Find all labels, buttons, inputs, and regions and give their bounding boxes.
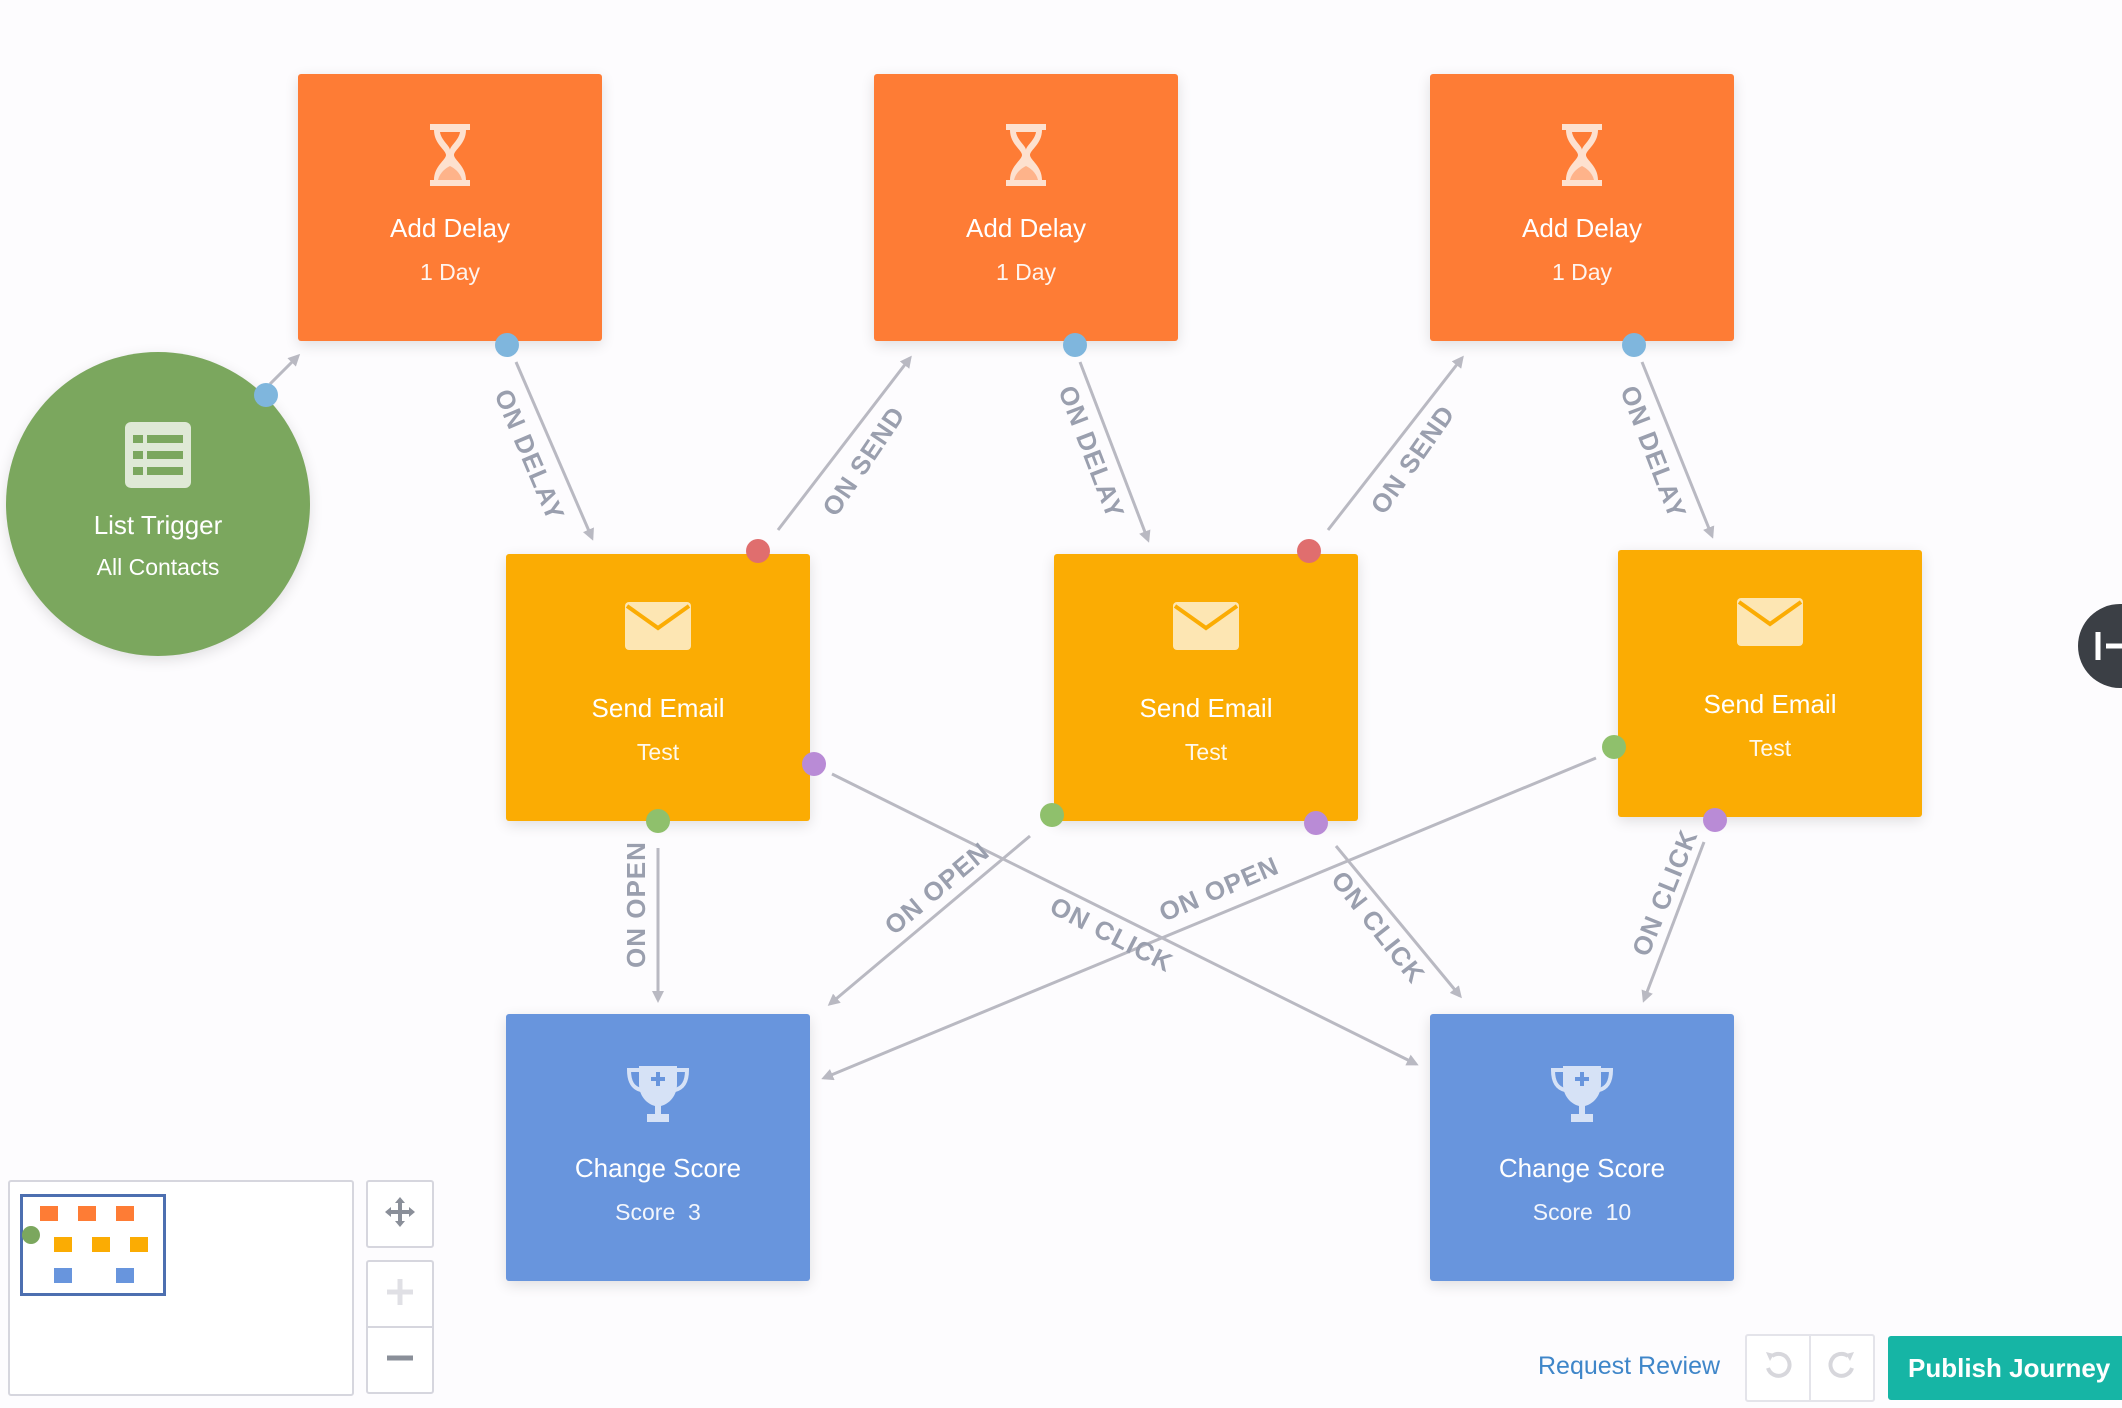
hourglass-icon	[428, 122, 472, 193]
side-panel-toggle[interactable]	[2078, 604, 2122, 688]
trigger-output-port[interactable]	[254, 383, 278, 407]
pan-button[interactable]	[366, 1180, 434, 1248]
node-title: Change Score	[1498, 1153, 1666, 1183]
send-email-node-3[interactable]: Send Email Test	[1618, 550, 1922, 817]
node-title: List Trigger	[93, 510, 223, 540]
email-3-open-port[interactable]	[1602, 735, 1626, 759]
edge-label-delay1: ON DELAY	[488, 385, 570, 526]
delay-2-output-port[interactable]	[1063, 333, 1087, 357]
email-1-send-port[interactable]	[746, 539, 770, 563]
move-icon	[383, 1195, 417, 1234]
delay-3-output-port[interactable]	[1622, 333, 1646, 357]
change-score-node-2[interactable]: Change Score Score 10	[1430, 1014, 1734, 1281]
send-email-node-2[interactable]: Send Email Test	[1054, 554, 1358, 821]
edge-delay2-email2	[1078, 361, 1151, 543]
minimap-email-node	[54, 1237, 72, 1252]
add-delay-node-2[interactable]: Add Delay 1 Day	[874, 74, 1178, 341]
change-score-node-1[interactable]: Change Score Score 3	[506, 1014, 810, 1281]
edge-label-delay3: ON DELAY	[1614, 381, 1692, 522]
node-title: Send Email	[1703, 689, 1837, 719]
node-subtitle: 1 Day	[419, 259, 481, 285]
edge-label-delay2: ON DELAY	[1052, 381, 1130, 522]
edge-delay1-email1	[514, 361, 594, 541]
node-subtitle: 1 Day	[995, 259, 1057, 285]
send-email-node-1[interactable]: Send Email Test	[506, 554, 810, 821]
node-title: Send Email	[1139, 693, 1273, 723]
delay-1-output-port[interactable]	[495, 333, 519, 357]
minimap-score-node	[54, 1268, 72, 1283]
node-title: Add Delay	[390, 213, 510, 243]
edge-label-click3: ON CLICK	[1626, 825, 1704, 960]
edge-email1-delay2	[776, 355, 912, 531]
minus-icon	[385, 1343, 415, 1378]
edge-label-click2: ON CLICK	[1325, 865, 1431, 989]
email-2-click-port[interactable]	[1304, 811, 1328, 835]
add-delay-node-1[interactable]: Add Delay 1 Day	[298, 74, 602, 341]
edge-label-send2: ON SEND	[1364, 399, 1461, 519]
edge-label-send1: ON SEND	[816, 401, 911, 522]
hourglass-icon	[1004, 122, 1048, 193]
edge-email3-score2-click	[1641, 841, 1706, 1003]
email-2-send-port[interactable]	[1297, 539, 1321, 563]
node-subtitle: 1 Day	[1551, 259, 1613, 285]
minimap-email-node	[130, 1237, 148, 1252]
redo-icon	[1826, 1348, 1858, 1389]
request-review-link[interactable]: Request Review	[1538, 1352, 1721, 1380]
email-1-open-port[interactable]	[646, 809, 670, 833]
edge-label-click1: ON CLICK	[1045, 891, 1178, 978]
node-subtitle: Score 10	[1532, 1199, 1632, 1225]
edge-email2-delay3	[1326, 355, 1464, 531]
minimap-email-node	[92, 1237, 110, 1252]
edge-label-open1: ON OPEN	[621, 841, 651, 968]
edge-label-open3: ON OPEN	[1155, 850, 1284, 927]
node-title: Add Delay	[966, 213, 1086, 243]
node-subtitle: Test	[636, 739, 680, 765]
minimap-trigger-node	[22, 1226, 40, 1244]
node-subtitle: Test	[1748, 735, 1792, 761]
trophy-icon	[625, 1062, 691, 1133]
minimap-delay-node	[40, 1206, 58, 1221]
redo-button[interactable]	[1809, 1336, 1873, 1400]
node-subtitle: All Contacts	[96, 554, 220, 580]
undo-icon	[1762, 1348, 1794, 1389]
email-3-click-port[interactable]	[1703, 808, 1727, 832]
minimap[interactable]	[8, 1180, 354, 1396]
zoom-out-button[interactable]	[366, 1326, 434, 1394]
edge-delay3-email3	[1640, 361, 1715, 539]
email-1-click-port[interactable]	[802, 752, 826, 776]
envelope-icon	[625, 602, 691, 655]
edge-email2-score2-click	[1334, 845, 1462, 999]
node-title: Add Delay	[1522, 213, 1642, 243]
node-title: Send Email	[591, 693, 725, 723]
undo-button[interactable]	[1747, 1336, 1809, 1400]
envelope-icon	[1173, 602, 1239, 655]
minimap-delay-node	[78, 1206, 96, 1221]
list-icon	[125, 422, 191, 493]
minimap-score-node	[116, 1268, 134, 1283]
trophy-icon	[1549, 1062, 1615, 1133]
hourglass-icon	[1560, 122, 1604, 193]
panel-toggle-icon	[2094, 630, 2122, 667]
add-delay-node-3[interactable]: Add Delay 1 Day	[1430, 74, 1734, 341]
email-2-open-port[interactable]	[1040, 803, 1064, 827]
undo-redo-group	[1745, 1334, 1875, 1402]
edge-label-open2: ON OPEN	[879, 836, 996, 941]
node-subtitle: Score 3	[615, 1199, 701, 1225]
plus-icon	[385, 1277, 415, 1312]
edge-trigger-delay1	[268, 353, 301, 386]
node-title: Change Score	[574, 1153, 742, 1183]
node-subtitle: Test	[1184, 739, 1228, 765]
edge-email2-score1-open	[827, 834, 1031, 1006]
minimap-delay-node	[116, 1206, 134, 1221]
publish-journey-button[interactable]: Publish Journey	[1888, 1336, 2122, 1400]
envelope-icon	[1737, 598, 1803, 651]
zoom-in-button[interactable]	[366, 1260, 434, 1326]
minimap-viewport[interactable]	[20, 1194, 166, 1296]
